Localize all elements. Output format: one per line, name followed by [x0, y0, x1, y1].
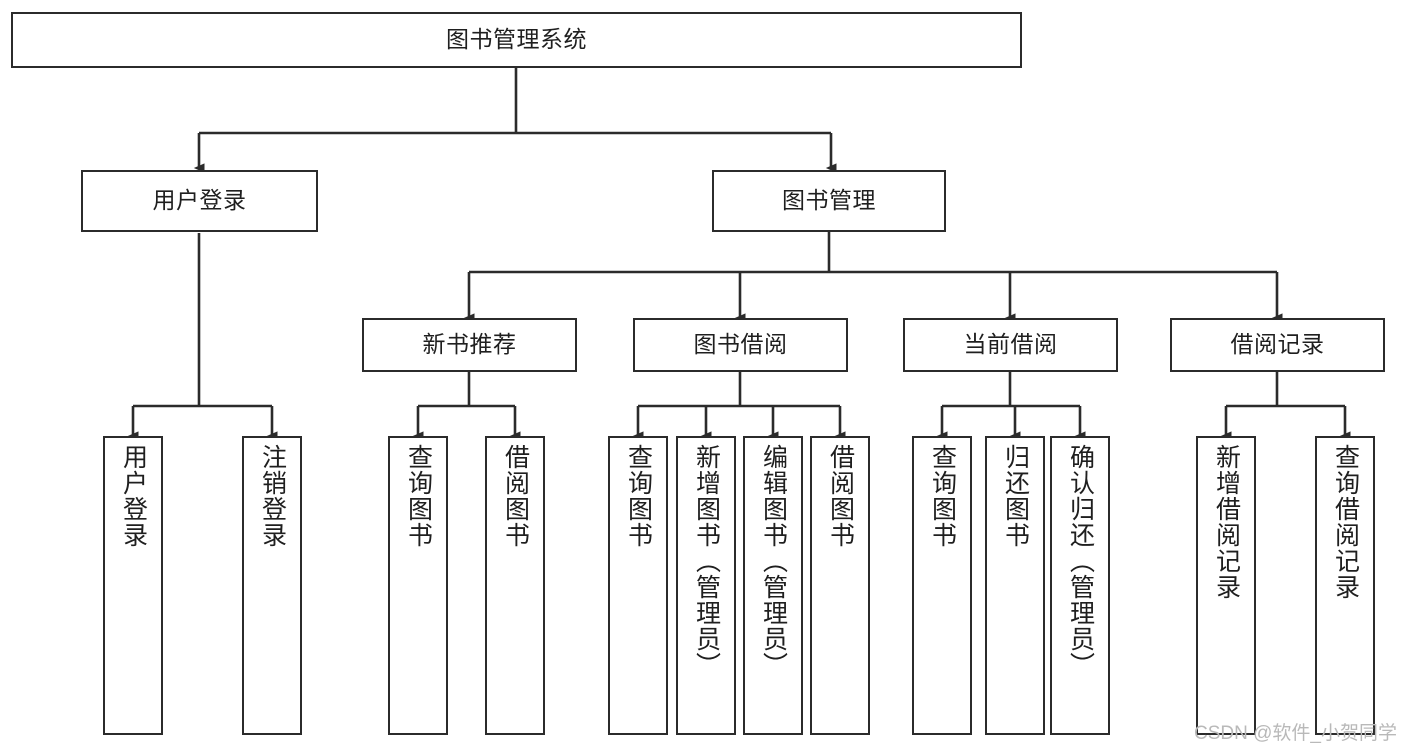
node-label: 查询图书	[928, 444, 957, 548]
node-label: 新书推荐	[422, 331, 517, 358]
node-new-book-recommend[interactable]: 新书推荐	[362, 318, 577, 372]
node-label: 图书借阅	[693, 331, 788, 358]
node-label: 借阅图书	[826, 444, 855, 548]
node-current-borrow[interactable]: 当前借阅	[903, 318, 1118, 372]
leaf-borrow-query-book[interactable]: 查询图书	[608, 436, 668, 735]
leaf-new-book-query[interactable]: 查询图书	[388, 436, 448, 735]
node-label: 用户登录	[119, 444, 148, 548]
node-book-management[interactable]: 图书管理	[712, 170, 946, 232]
node-borrow-records[interactable]: 借阅记录	[1170, 318, 1385, 372]
node-book-borrow[interactable]: 图书借阅	[633, 318, 848, 372]
node-label: 图书管理系统	[446, 26, 587, 53]
node-label: 新增借阅记录	[1212, 444, 1241, 600]
leaf-borrow-borrow-book[interactable]: 借阅图书	[810, 436, 870, 735]
node-label: 借阅图书	[501, 444, 530, 548]
node-label: 查询借阅记录	[1331, 444, 1360, 600]
leaf-records-add-record[interactable]: 新增借阅记录	[1196, 436, 1256, 735]
leaf-current-confirm-return[interactable]: 确认归还（管理员）	[1050, 436, 1110, 735]
watermark: CSDN @软件_小贺同学	[1194, 723, 1397, 744]
node-label: 用户登录	[152, 187, 247, 214]
node-label: 确认归还（管理员）	[1066, 444, 1095, 678]
leaf-new-book-borrow[interactable]: 借阅图书	[485, 436, 545, 735]
node-label: 新增图书（管理员）	[692, 444, 721, 678]
node-label: 当前借阅	[963, 331, 1058, 358]
node-user-login[interactable]: 用户登录	[81, 170, 318, 232]
leaf-borrow-add-book[interactable]: 新增图书（管理员）	[676, 436, 736, 735]
node-root-system[interactable]: 图书管理系统	[11, 12, 1022, 68]
leaf-user-login-login[interactable]: 用户登录	[103, 436, 163, 735]
node-label: 归还图书	[1001, 444, 1030, 548]
leaf-current-query-book[interactable]: 查询图书	[912, 436, 972, 735]
leaf-current-return-book[interactable]: 归还图书	[985, 436, 1045, 735]
leaf-borrow-edit-book[interactable]: 编辑图书（管理员）	[743, 436, 803, 735]
node-label: 注销登录	[258, 444, 287, 548]
node-label: 借阅记录	[1230, 331, 1325, 358]
node-label: 图书管理	[782, 187, 876, 214]
node-label: 查询图书	[404, 444, 433, 548]
leaf-records-query-record[interactable]: 查询借阅记录	[1315, 436, 1375, 735]
leaf-user-login-logout[interactable]: 注销登录	[242, 436, 302, 735]
node-label: 编辑图书（管理员）	[759, 444, 788, 678]
node-label: 查询图书	[624, 444, 653, 548]
